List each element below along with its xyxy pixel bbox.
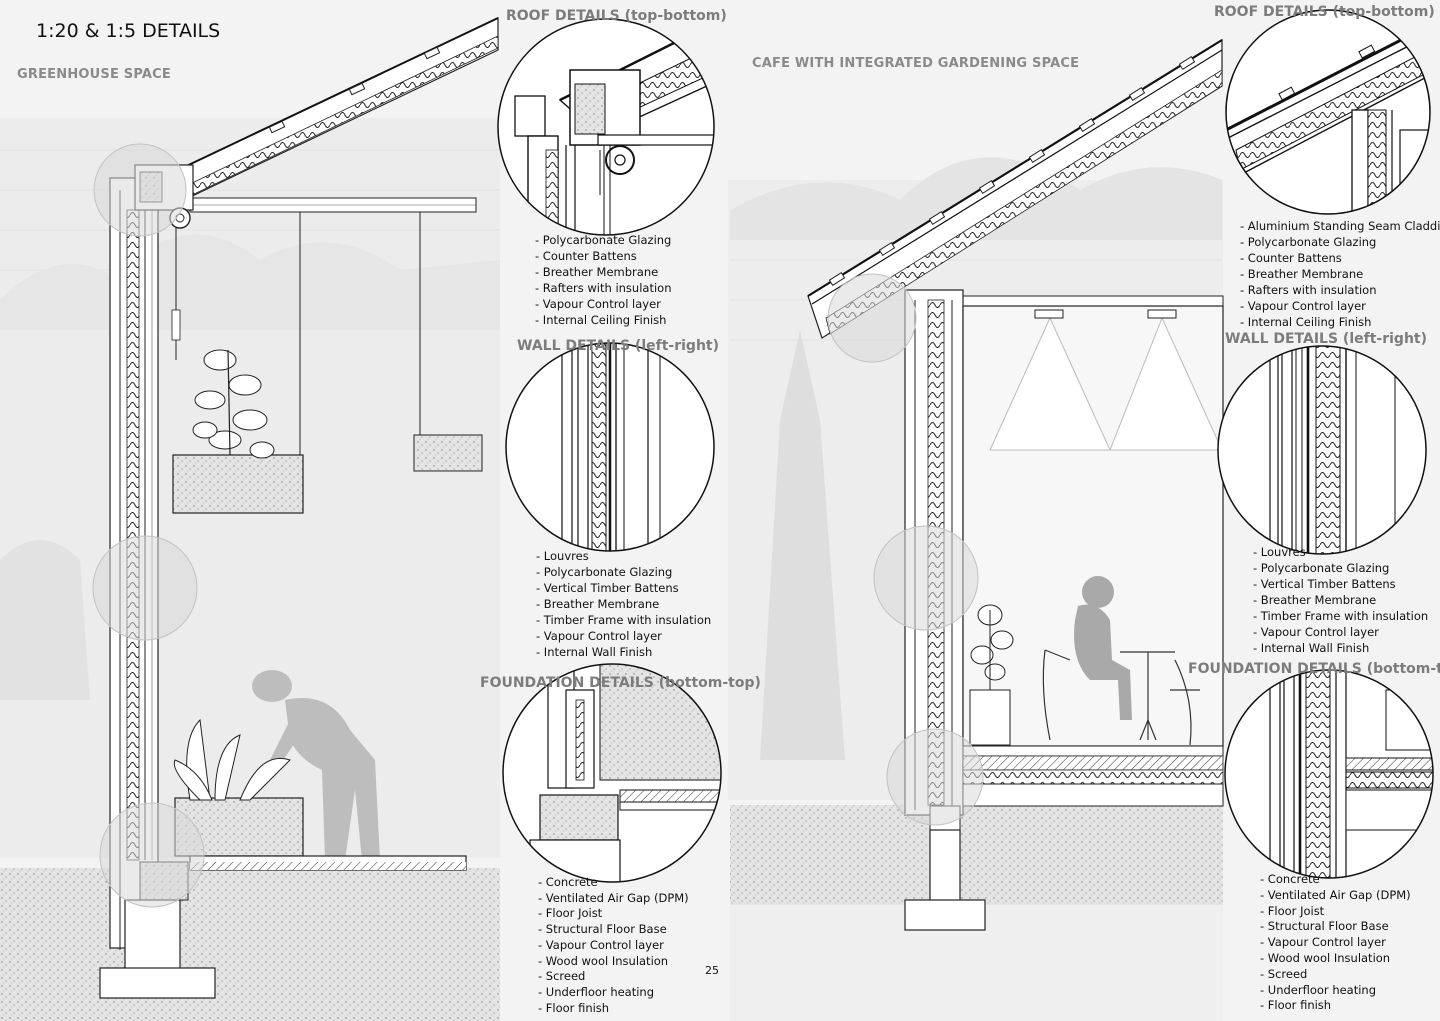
legend-item: - Ventilated Air Gap (DPM)	[538, 890, 689, 905]
legend-item: - Vapour Control layer	[538, 937, 664, 952]
legend-item: - Louvres	[1253, 545, 1306, 559]
page-number: 25	[705, 964, 719, 977]
legend-item: - Rafters with insulation	[1240, 283, 1377, 297]
legend-item: - Vapour Control layer	[1253, 625, 1379, 639]
right-roof-legend: - Aluminium Standing Seam Cladding - Pol…	[1240, 218, 1440, 330]
legend-item: - Timber Frame with insulation	[536, 613, 712, 627]
right-wall-heading: WALL DETAILS (left-right)	[1225, 331, 1428, 347]
legend-item: - Polycarbonate Glazing	[1240, 235, 1377, 249]
legend-item: - Polycarbonate Glazing	[535, 233, 672, 247]
legend-item: - Internal Wall Finish	[536, 645, 653, 659]
legend-item: - Rafters with insulation	[535, 281, 672, 295]
legend-item: - Concrete	[538, 875, 598, 889]
left-wall-legend: - Louvres - Polycarbonate Glazing - Vert…	[536, 548, 711, 660]
legend-item: - Vapour Control layer	[1260, 935, 1386, 950]
legend-item: - Breather Membrane	[1253, 593, 1377, 607]
page-title: 1:20 & 1:5 DETAILS	[36, 20, 221, 42]
legend-item: - Vapour Control layer	[536, 629, 662, 643]
legend-item: - Floor Joist	[538, 906, 603, 921]
right-roof-heading: ROOF DETAILS (top-bottom)	[1214, 4, 1435, 20]
legend-item: - Floor finish	[538, 1000, 610, 1015]
legend-item: - Breather Membrane	[536, 597, 660, 611]
legend-item: - Structural Floor Base	[538, 922, 667, 937]
left-foundation-legend: - Concrete - Ventilated Air Gap (DPM) - …	[538, 875, 689, 1016]
greenhouse-space-title: GREENHOUSE SPACE	[17, 67, 171, 82]
legend-item: - Ventilated Air Gap (DPM)	[1260, 887, 1411, 902]
legend-item: - Internal Ceiling Finish	[1240, 315, 1372, 329]
left-roof-legend: - Polycarbonate Glazing - Counter Batten…	[535, 232, 671, 328]
legend-item: - Vertical Timber Battens	[1253, 577, 1396, 591]
legend-item: - Vapour Control layer	[535, 297, 661, 311]
legend-item: - Polycarbonate Glazing	[536, 565, 673, 579]
left-roof-heading: ROOF DETAILS (top-bottom)	[506, 8, 727, 24]
cafe-space-title: CAFE WITH INTEGRATED GARDENING SPACE	[752, 56, 1080, 71]
right-wall-legend: - Louvres - Polycarbonate Glazing - Vert…	[1253, 544, 1428, 656]
legend-item: - Timber Frame with insulation	[1253, 609, 1429, 623]
legend-item: - Floor finish	[1260, 998, 1332, 1013]
legend-item: - Wood wool Insulation	[1260, 950, 1391, 965]
legend-item: - Underfloor heating	[538, 984, 655, 999]
legend-item: - Wood wool Insulation	[538, 953, 669, 968]
legend-item: - Internal Ceiling Finish	[535, 313, 667, 327]
right-foundation-heading: FOUNDATION DETAILS (bottom-top)	[1188, 661, 1440, 677]
legend-item: - Vertical Timber Battens	[536, 581, 679, 595]
legend-item: - Aluminium Standing Seam Cladding	[1240, 219, 1440, 233]
legend-item: - Structural Floor Base	[1260, 919, 1389, 934]
legend-item: - Internal Wall Finish	[1253, 641, 1370, 655]
legend-item: - Screed	[1260, 966, 1308, 981]
legend-item: - Counter Battens	[1240, 251, 1342, 265]
legend-item: - Vapour Control layer	[1240, 299, 1366, 313]
legend-item: - Screed	[538, 969, 586, 984]
legend-item: - Floor Joist	[1260, 903, 1325, 918]
left-foundation-heading: FOUNDATION DETAILS (bottom-top)	[480, 675, 761, 691]
legend-item: - Breather Membrane	[1240, 267, 1364, 281]
legend-item: - Underfloor heating	[1260, 982, 1377, 997]
legend-item: - Breather Membrane	[535, 265, 659, 279]
legend-item: - Polycarbonate Glazing	[1253, 561, 1390, 575]
legend-item: - Concrete	[1260, 872, 1320, 886]
right-foundation-legend: - Concrete - Ventilated Air Gap (DPM) - …	[1260, 872, 1411, 1014]
legend-item: - Counter Battens	[535, 249, 637, 263]
left-wall-heading: WALL DETAILS (left-right)	[517, 338, 720, 354]
legend-item: - Louvres	[536, 549, 589, 563]
